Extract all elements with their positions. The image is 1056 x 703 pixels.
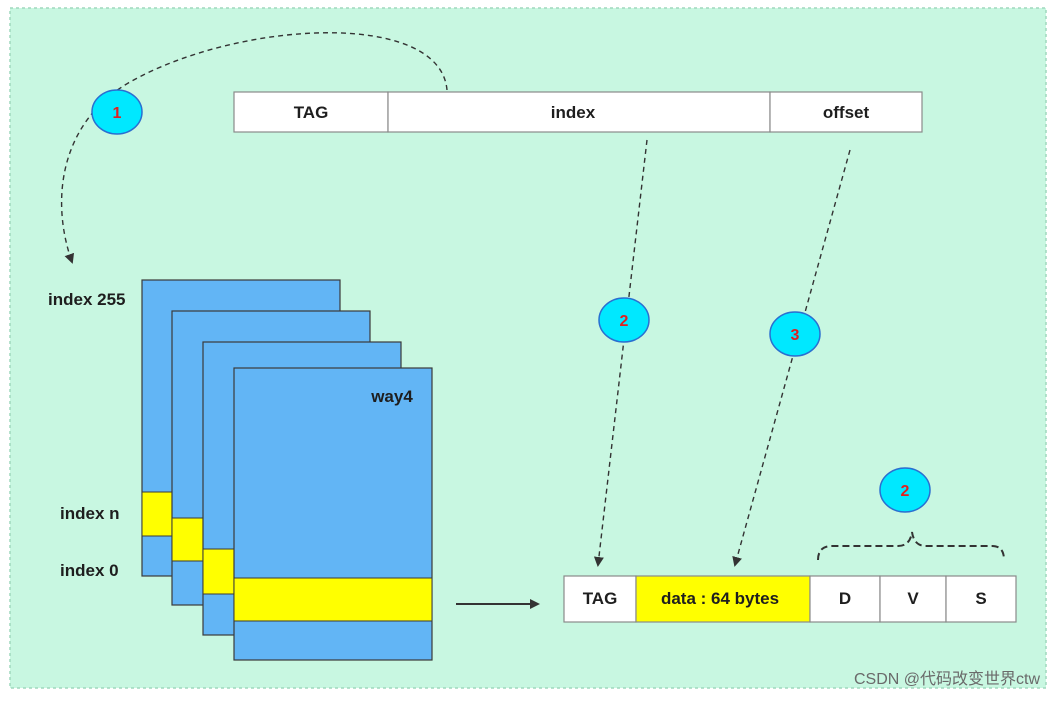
highlight-row <box>141 491 173 537</box>
address-tag-label: TAG <box>294 103 329 122</box>
step-2b-label: 2 <box>901 483 910 500</box>
watermark: CSDN @代码改变世界ctw <box>854 670 1040 688</box>
line-data-label: data : 64 bytes <box>661 589 779 608</box>
step-badge-3: 3 <box>769 311 821 357</box>
highlight-row <box>202 548 235 595</box>
cache-ways: way4 <box>141 279 433 661</box>
index-0-label: index 0 <box>60 561 119 580</box>
cache-way-4 <box>233 367 433 661</box>
line-field-s <box>945 575 1017 623</box>
address-field-tag <box>233 91 389 133</box>
highlight-row <box>171 517 204 562</box>
line-d-label: D <box>839 589 851 608</box>
cache-line: TAG data : 64 bytes D V S <box>563 575 1017 623</box>
index-n-label: index n <box>60 504 120 523</box>
step-badge-1: 1 <box>91 89 143 135</box>
flags-brace <box>817 531 1005 561</box>
address-bar: TAG index offset <box>233 91 923 133</box>
line-s-label: S <box>975 589 986 608</box>
step-2-label: 2 <box>620 313 629 330</box>
line-field-data <box>635 575 811 623</box>
step-1-label: 1 <box>113 105 122 122</box>
index-255-label: index 255 <box>48 290 126 309</box>
highlight-row <box>233 577 433 622</box>
address-index-label: index <box>551 103 596 122</box>
step-3-label: 3 <box>791 327 800 344</box>
line-tag-label: TAG <box>583 589 618 608</box>
way4-label: way4 <box>370 387 413 406</box>
line-field-d <box>809 575 881 623</box>
line-v-label: V <box>907 589 919 608</box>
step-badge-2b: 2 <box>879 467 931 513</box>
address-field-index <box>387 91 771 133</box>
address-field-offset <box>769 91 923 133</box>
step-badge-2: 2 <box>598 297 650 343</box>
address-offset-label: offset <box>823 103 870 122</box>
